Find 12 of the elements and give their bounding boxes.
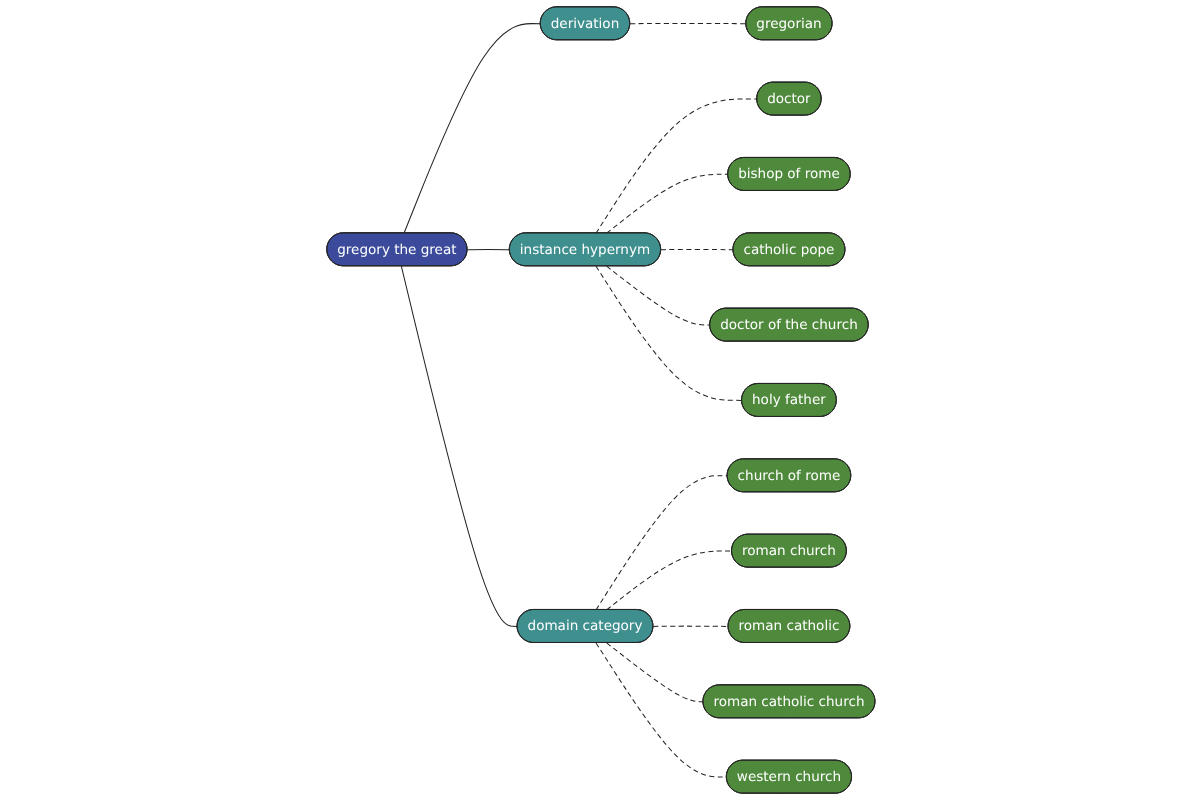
connector (399, 265, 518, 627)
connector (594, 642, 727, 778)
connector (466, 248, 510, 251)
connector (594, 98, 757, 234)
connector (605, 642, 703, 703)
connector (605, 550, 732, 611)
connector (594, 265, 742, 401)
connector (628, 22, 746, 25)
connector (594, 475, 728, 611)
connector (402, 23, 541, 234)
connector (651, 625, 729, 627)
connector (659, 248, 733, 251)
